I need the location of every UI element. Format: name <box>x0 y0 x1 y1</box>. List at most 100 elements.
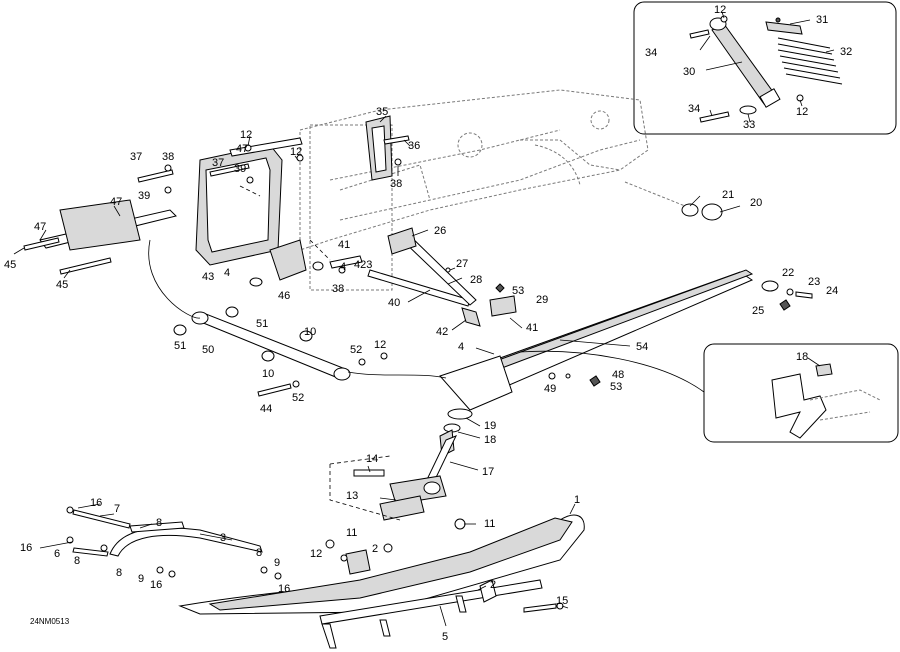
callout-c51b: 51 <box>174 340 186 352</box>
callout-c16b: 16 <box>20 542 32 554</box>
callout-c38c: 38 <box>332 283 344 295</box>
callout-c51a: 51 <box>256 318 268 330</box>
chassis-ghost-outline <box>299 89 691 291</box>
callout-c33: 33 <box>743 119 755 131</box>
callout-c12c: 12 <box>240 129 252 141</box>
callout-c41b: 41 <box>526 322 538 334</box>
callout-c34a: 34 <box>645 47 657 59</box>
callout-c15: 15 <box>556 595 568 607</box>
callout-c40: 40 <box>388 297 400 309</box>
lower-arm <box>148 239 447 397</box>
callout-c46: 46 <box>278 290 290 302</box>
callout-c17: 17 <box>482 466 494 478</box>
radius-rods <box>329 227 517 327</box>
callout-c23: 23 <box>808 276 820 288</box>
callout-c52a: 52 <box>350 344 362 356</box>
callout-c48: 48 <box>612 369 624 381</box>
callout-c31: 31 <box>816 14 828 26</box>
callout-c5: 5 <box>442 631 448 643</box>
callout-c1: 1 <box>574 494 580 506</box>
callout-c423: 423 <box>354 259 372 271</box>
callout-c12f: 12 <box>310 548 322 560</box>
callout-c10b: 10 <box>262 368 274 380</box>
callout-c16c: 16 <box>150 579 162 591</box>
callout-labels: 12 31 34 32 30 34 33 12 35 36 38 12 47 1… <box>4 4 852 643</box>
callout-c18b: 18 <box>484 434 496 446</box>
callout-c16a: 16 <box>90 497 102 509</box>
callout-c21: 21 <box>722 189 734 201</box>
ski-handle <box>66 506 282 580</box>
callout-c49: 49 <box>544 383 556 395</box>
callout-c11a: 11 <box>346 527 357 539</box>
callout-c37a: 37 <box>130 151 142 163</box>
callout-c28: 28 <box>470 274 482 286</box>
callout-c37b: 37 <box>212 157 224 169</box>
callout-c41a: 41 <box>338 239 350 251</box>
callout-c22: 22 <box>782 267 794 279</box>
callout-c11b: 11 <box>484 518 495 530</box>
callout-c12a: 12 <box>714 4 726 16</box>
spring <box>777 37 843 85</box>
callout-c13: 13 <box>346 490 358 502</box>
callout-c7: 7 <box>114 503 120 515</box>
callout-c39b: 39 <box>138 190 150 202</box>
callout-c47a: 47 <box>236 143 248 155</box>
callout-c52b: 52 <box>292 392 304 404</box>
left-bracket-assembly <box>23 137 346 287</box>
callout-c8c: 8 <box>256 547 262 559</box>
callout-c8d: 8 <box>116 567 122 579</box>
callout-c3: 3 <box>220 532 226 544</box>
callout-c53a: 53 <box>512 285 524 297</box>
callout-c54: 54 <box>636 341 648 353</box>
callout-c39a: 39 <box>234 163 246 175</box>
callout-c45a: 45 <box>4 259 16 271</box>
ski <box>178 514 585 649</box>
callout-c36: 36 <box>408 140 420 152</box>
callout-c47c: 47 <box>34 221 46 233</box>
callout-c8b: 8 <box>74 555 80 567</box>
callout-c42: 42 <box>436 326 448 338</box>
callout-c27: 27 <box>456 258 468 270</box>
spindle <box>329 350 705 521</box>
callout-c12b: 12 <box>796 106 808 118</box>
callout-c9a: 9 <box>274 557 280 569</box>
callout-c43: 43 <box>202 271 214 283</box>
callout-c8a: 8 <box>156 517 162 529</box>
trailing-arm <box>439 203 813 411</box>
callout-c50: 50 <box>202 344 214 356</box>
callout-c24: 24 <box>826 285 838 297</box>
callout-c14: 14 <box>366 453 378 465</box>
callout-c30: 30 <box>683 66 695 78</box>
callout-c25: 25 <box>752 305 764 317</box>
shock-absorber-inset <box>633 1 897 135</box>
callout-c45b: 45 <box>56 279 68 291</box>
callout-c20: 20 <box>750 197 762 209</box>
callout-c6: 6 <box>54 548 60 560</box>
callout-c29: 29 <box>536 294 548 306</box>
callout-c4b: 4 <box>224 267 230 279</box>
callout-c2a: 2 <box>372 543 378 555</box>
callout-c47b: 47 <box>110 196 122 208</box>
callout-c35: 35 <box>376 106 388 118</box>
detail-inset <box>703 343 899 443</box>
callout-c34b: 34 <box>688 103 700 115</box>
callout-leaders <box>13 135 741 627</box>
callout-c53b: 53 <box>610 381 622 393</box>
callout-c26: 26 <box>434 225 446 237</box>
callout-c2b: 2 <box>490 579 496 591</box>
callout-c19: 19 <box>484 420 496 432</box>
callout-c4c: 4 <box>458 341 464 353</box>
callout-c16d: 16 <box>278 583 290 595</box>
callout-c32: 32 <box>840 46 852 58</box>
callout-c9b: 9 <box>138 573 144 585</box>
callout-c12e: 12 <box>374 339 386 351</box>
callout-c4a: 4 <box>340 261 346 273</box>
callout-c10a: 10 <box>304 326 316 338</box>
drawing-code: 24NM0513 <box>30 617 70 626</box>
callout-c12d: 12 <box>290 146 302 158</box>
callout-c38a: 38 <box>390 178 402 190</box>
callout-c18a: 18 <box>796 351 808 363</box>
callout-c44: 44 <box>260 403 272 415</box>
mounting-bracket <box>365 115 411 181</box>
